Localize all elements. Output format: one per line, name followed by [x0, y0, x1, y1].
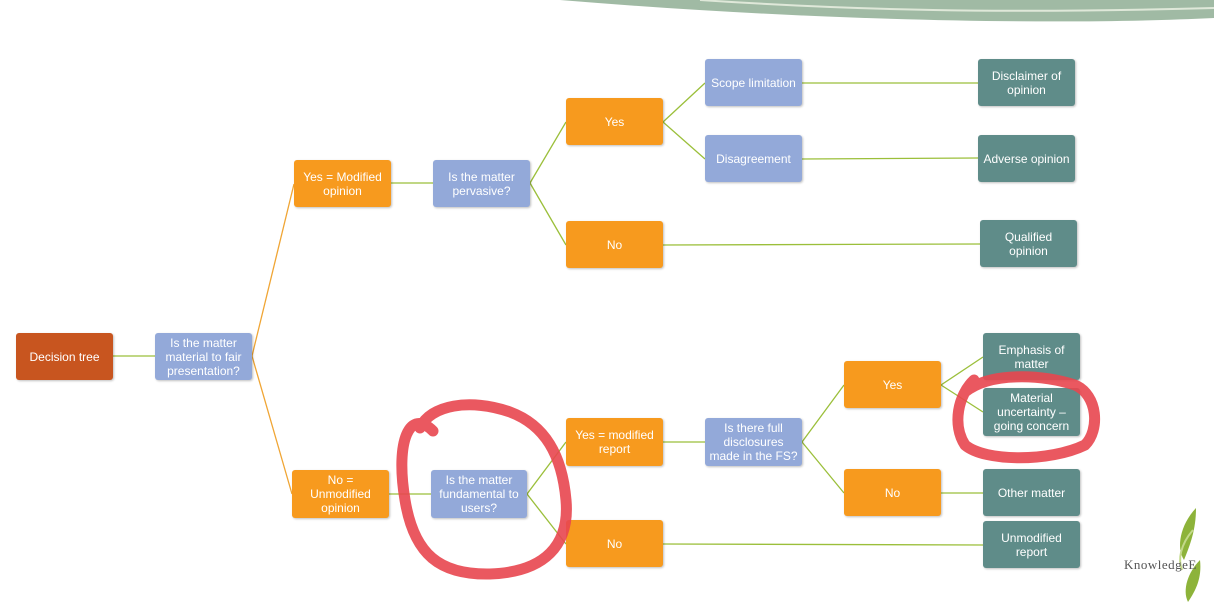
adverse-opinion-node: Adverse opinion — [978, 135, 1075, 182]
decision-tree-node: Decision tree — [16, 333, 113, 380]
other-matter-node: Other matter — [983, 469, 1080, 516]
yes-disclosures-node: Yes — [844, 361, 941, 408]
disclosures-question-node: Is there full disclosures made in the FS… — [705, 418, 802, 466]
yes-modified-opinion-node: Yes = Modified opinion — [294, 160, 391, 207]
no-pervasive-node: No — [566, 221, 663, 268]
knowledge-logo-text: KnowledgeE — [1124, 557, 1197, 572]
scope-limitation-node: Scope limitation — [705, 59, 802, 106]
no-fundamental-node: No — [566, 520, 663, 567]
material-question-node: Is the matter material to fair presentat… — [155, 333, 252, 380]
pervasive-question-node: Is the matter pervasive? — [433, 160, 530, 207]
uncertainty-circle-annotation — [952, 371, 1101, 464]
no-disclosures-node: No — [844, 469, 941, 516]
no-unmodified-opinion-node: No = Unmodified opinion — [292, 470, 389, 518]
fundamental-circle-annotation — [396, 399, 572, 580]
qualified-opinion-node: Qualified opinion — [980, 220, 1077, 267]
unmodified-report-node: Unmodified report — [983, 521, 1080, 568]
yes-modified-report-node: Yes = modified report — [566, 418, 663, 466]
fundamental-question-node: Is the matter fundamental to users? — [431, 470, 527, 518]
disclaimer-of-opinion-node: Disclaimer of opinion — [978, 59, 1075, 106]
disagreement-node: Disagreement — [705, 135, 802, 182]
material-uncertainty-node: Material uncertainty – going concern — [983, 388, 1080, 436]
yes-pervasive-node: Yes — [566, 98, 663, 145]
